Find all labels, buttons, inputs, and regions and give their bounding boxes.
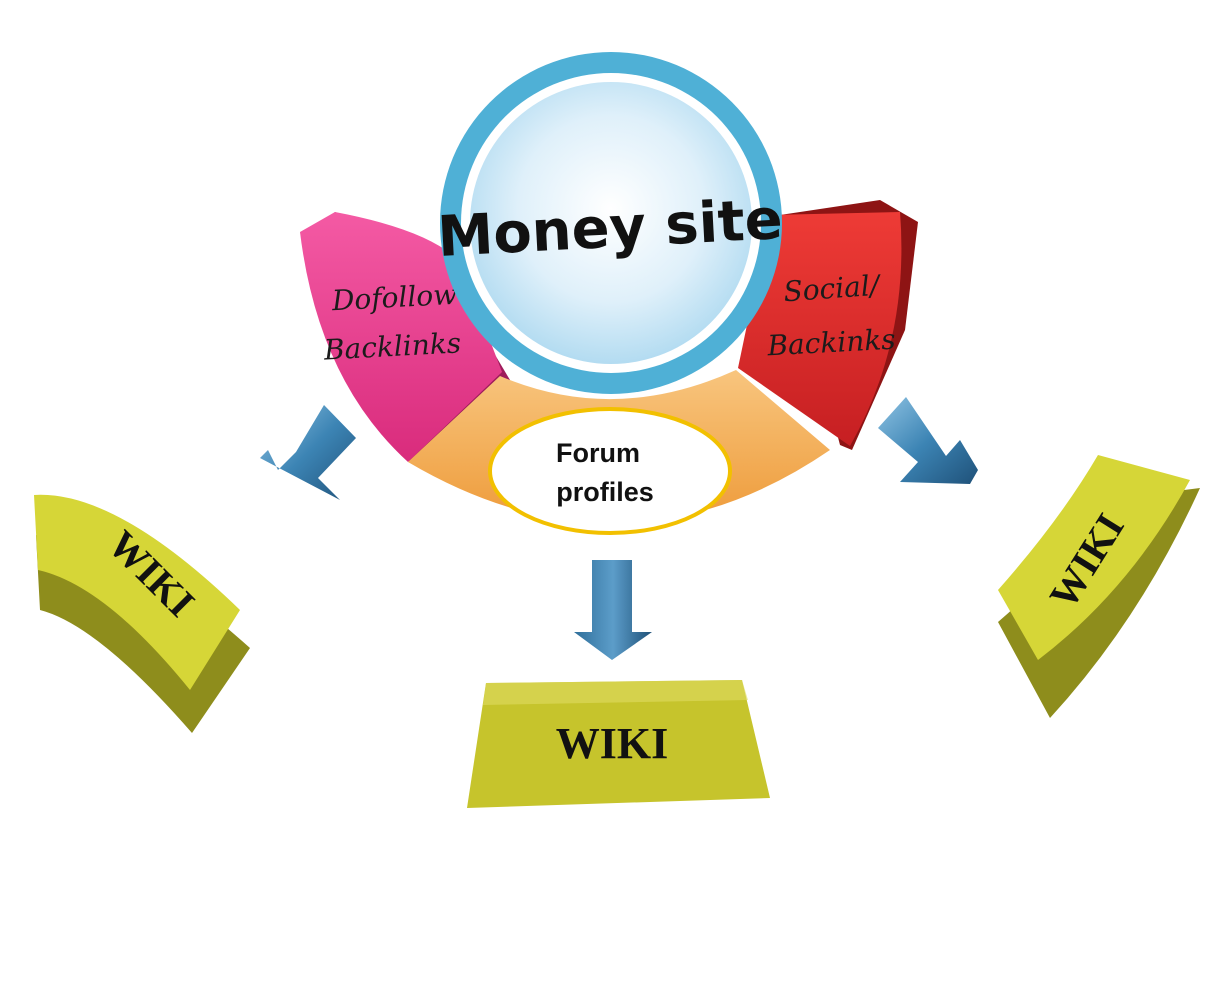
arrow-down-shape <box>574 560 652 660</box>
arrow-right-shape <box>878 397 978 484</box>
forum-label-line1: Forum <box>556 438 640 468</box>
wiki-card-center-shade <box>483 680 748 705</box>
arrow-left-shape <box>260 405 356 500</box>
wiki-card-center-shape <box>467 680 770 808</box>
forum-label-line2: profiles <box>556 477 654 507</box>
forum-segment: Forum profiles <box>408 370 830 535</box>
social-label-line1: Social/ <box>782 269 882 309</box>
forum-label-oval <box>488 407 732 535</box>
wiki-label-center: WIKI <box>556 719 668 768</box>
social-segment: Social/ Backinks <box>738 200 918 450</box>
dofollow-label-line1: Dofollow <box>330 278 458 318</box>
wiki-card-left: WIKI <box>34 494 250 733</box>
arrow-right <box>878 397 978 484</box>
social-segment-face <box>738 212 902 446</box>
wiki-card-right: WIKI <box>998 455 1200 718</box>
arrow-left <box>260 405 356 500</box>
money-site-inner-disc <box>470 82 752 364</box>
money-site-node: Money site <box>436 52 784 394</box>
arrow-down <box>574 560 652 660</box>
wiki-card-right-front <box>998 455 1190 660</box>
wiki-card-left-front <box>34 494 240 690</box>
social-label-line2: Backinks <box>766 323 897 363</box>
wiki-card-center: WIKI <box>467 680 770 808</box>
dofollow-label-line2: Backlinks <box>322 326 462 366</box>
